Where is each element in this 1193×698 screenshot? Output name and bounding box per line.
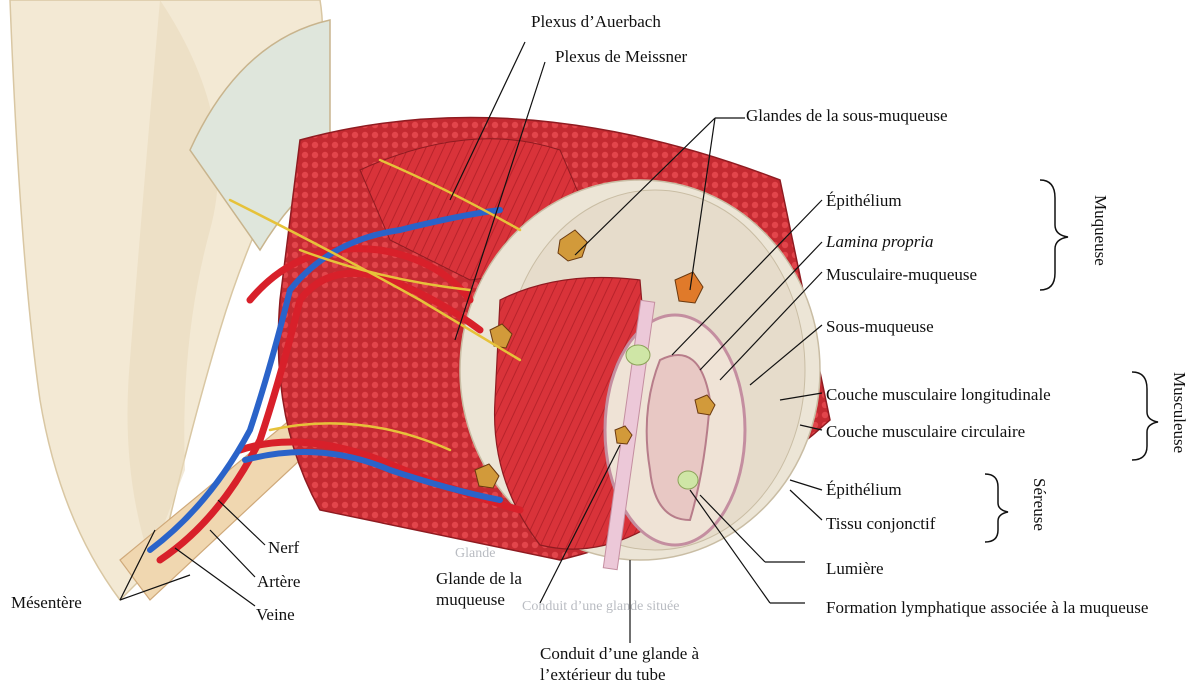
label-vein: Veine	[256, 604, 295, 625]
label-circular-layer: Couche musculaire circulaire	[826, 421, 1025, 442]
faint-gland-text: Glande	[455, 543, 495, 564]
label-duct: Conduit d’une glande à l’extérieur du tu…	[540, 643, 755, 685]
label-lumen: Lumière	[826, 558, 884, 579]
label-nerve: Nerf	[268, 537, 299, 558]
label-longitudinal-layer: Couche musculaire longitudinale	[826, 384, 1051, 405]
label-epithelium-serosa: Épithélium	[826, 479, 902, 500]
label-connective-tissue: Tissu conjonctif	[826, 513, 935, 534]
label-auerbach: Plexus d’Auerbach	[531, 11, 661, 32]
label-mesentery: Mésentère	[11, 592, 82, 613]
label-lamina-propria: Lamina propria	[826, 231, 934, 252]
label-artery: Artère	[257, 571, 300, 592]
label-malt: Formation lymphatique associée à la muqu…	[826, 597, 1166, 618]
group-label-muscularis: Musculeuse	[1169, 372, 1189, 453]
group-braces	[985, 180, 1158, 542]
label-submucosa: Sous-muqueuse	[826, 316, 934, 337]
label-muscularis-mucosae: Musculaire-muqueuse	[826, 264, 977, 285]
group-label-serosa: Séreuse	[1029, 478, 1049, 531]
group-label-mucosa: Muqueuse	[1090, 195, 1110, 266]
label-mucosal-gland: Glande de la muqueuse	[436, 568, 546, 610]
label-epithelium-mucosa: Épithélium	[826, 190, 902, 211]
label-meissner: Plexus de Meissner	[555, 46, 687, 67]
label-submucosal-glands: Glandes de la sous-muqueuse	[746, 105, 948, 126]
